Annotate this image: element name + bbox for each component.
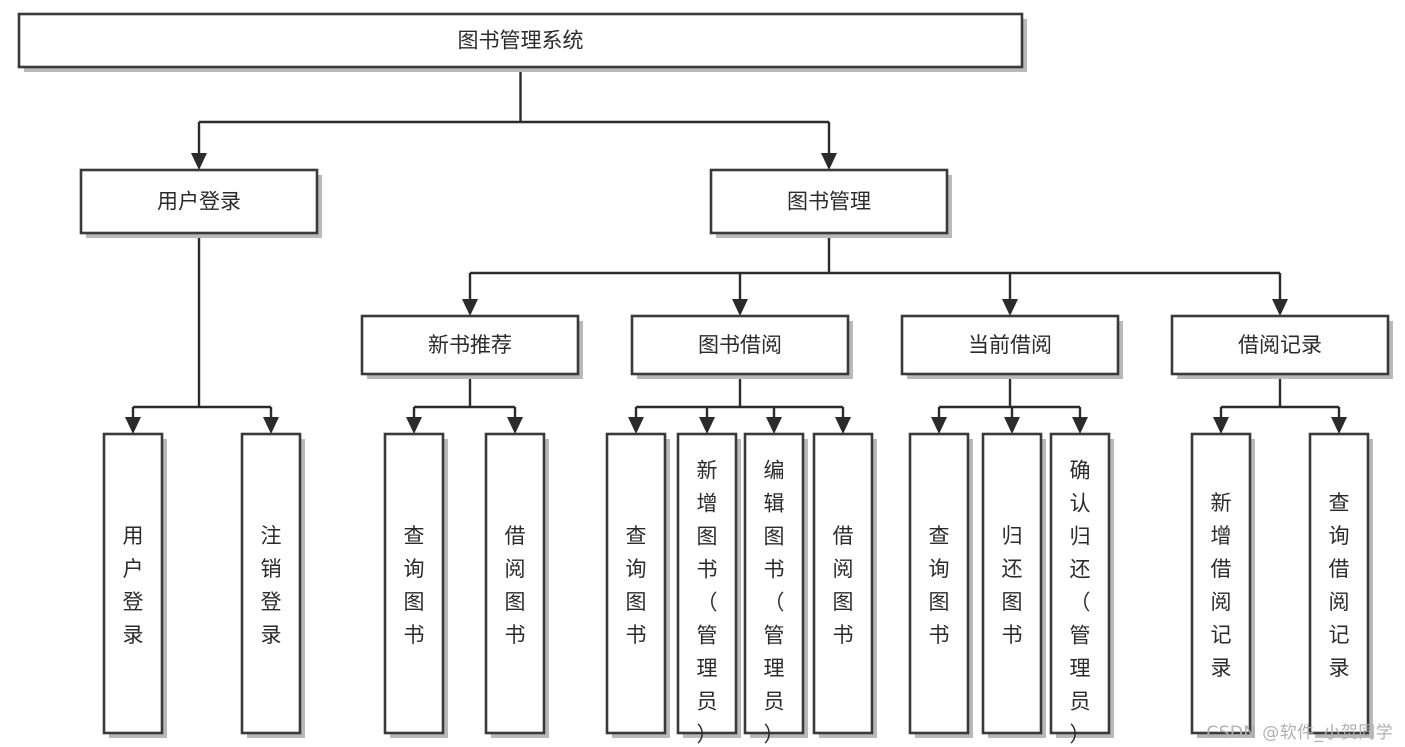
arrow-head-icon [1331, 417, 1347, 434]
node-rect[interactable] [709, 168, 949, 235]
node-label: 新增图书（管理员） [697, 459, 718, 747]
arrow-head-icon [699, 417, 715, 434]
node-rect[interactable] [79, 168, 319, 235]
node-label: 新书推荐 [428, 333, 512, 357]
node-label: 注销登录 [261, 524, 282, 647]
node-rect[interactable] [812, 432, 874, 735]
node-rect[interactable] [1170, 314, 1390, 376]
node-box-l3-0[interactable]: 新书推荐 [360, 314, 583, 379]
arrow-head-icon [628, 417, 644, 434]
node-rect[interactable] [908, 432, 970, 735]
node-rect[interactable] [360, 314, 580, 376]
node-label: 查询借阅记录 [1329, 491, 1350, 680]
arrow-head-icon [263, 417, 279, 434]
connector-layer [125, 67, 1347, 434]
arrow-head-icon [1002, 299, 1018, 316]
node-box-l2-1[interactable]: 图书管理 [709, 168, 952, 238]
node-label: 查询图书 [929, 524, 950, 647]
node-rect[interactable] [484, 432, 546, 735]
arrow-head-icon [835, 417, 851, 434]
node-box-leaf-9[interactable]: 归还图书 [981, 432, 1046, 738]
node-label: 图书管理 [787, 190, 871, 214]
node-label: 新增借阅记录 [1211, 491, 1232, 680]
node-label: 用户登录 [157, 190, 241, 214]
node-box-leaf-3[interactable]: 借阅图书 [484, 432, 549, 738]
node-rect[interactable] [102, 432, 164, 735]
node-box-leaf-6[interactable]: 编辑图书（管理员） [743, 432, 808, 747]
arrow-head-icon [1272, 299, 1288, 316]
arrow-head-icon [1072, 417, 1088, 434]
node-rect[interactable] [17, 12, 1024, 69]
node-label: 图书借阅 [698, 333, 782, 357]
arrow-head-icon [462, 299, 478, 316]
arrow-head-icon [821, 153, 837, 170]
node-rect[interactable] [743, 432, 805, 735]
arrow-head-icon [1213, 417, 1229, 434]
node-layer: 图书管理系统用户登录图书管理新书推荐图书借阅当前借阅借阅记录用户登录注销登录查询… [17, 12, 1393, 747]
node-box-l3-3[interactable]: 借阅记录 [1170, 314, 1393, 379]
arrow-head-icon [191, 153, 207, 170]
node-box-l3-1[interactable]: 图书借阅 [630, 314, 853, 379]
node-rect[interactable] [1308, 432, 1370, 735]
node-box-leaf-1[interactable]: 注销登录 [240, 432, 305, 738]
node-box-leaf-0[interactable]: 用户登录 [102, 432, 167, 738]
node-label: 当前借阅 [968, 333, 1052, 357]
node-box-root-0[interactable]: 图书管理系统 [17, 12, 1027, 72]
arrow-head-icon [125, 417, 141, 434]
arrow-head-icon [507, 417, 523, 434]
csdn-watermark: CSDN @软件_小贺同学 [1206, 723, 1393, 743]
arrow-head-icon [931, 417, 947, 434]
node-box-leaf-2[interactable]: 查询图书 [383, 432, 448, 738]
node-label: 查询图书 [404, 524, 425, 647]
node-box-leaf-7[interactable]: 借阅图书 [812, 432, 877, 738]
node-label: 确认归还（管理员） [1070, 459, 1091, 747]
node-box-leaf-5[interactable]: 新增图书（管理员） [676, 432, 741, 747]
node-box-l3-2[interactable]: 当前借阅 [900, 314, 1123, 379]
arrow-head-icon [732, 299, 748, 316]
node-label: 用户登录 [123, 524, 144, 647]
node-rect[interactable] [981, 432, 1043, 735]
node-box-leaf-12[interactable]: 查询借阅记录 [1308, 432, 1373, 738]
node-rect[interactable] [900, 314, 1120, 376]
node-label: 图书管理系统 [458, 29, 584, 53]
node-box-leaf-8[interactable]: 查询图书 [908, 432, 973, 738]
node-box-leaf-10[interactable]: 确认归还（管理员） [1049, 432, 1114, 747]
node-box-leaf-11[interactable]: 新增借阅记录 [1190, 432, 1255, 738]
arrow-head-icon [406, 417, 422, 434]
node-label: 编辑图书（管理员） [764, 459, 785, 747]
node-rect[interactable] [1049, 432, 1111, 735]
node-box-leaf-4[interactable]: 查询图书 [605, 432, 670, 738]
node-label: 借阅记录 [1238, 333, 1322, 357]
arrow-head-icon [766, 417, 782, 434]
node-rect[interactable] [676, 432, 738, 735]
node-rect[interactable] [383, 432, 445, 735]
node-rect[interactable] [240, 432, 302, 735]
node-rect[interactable] [1190, 432, 1252, 735]
arrow-head-icon [1004, 417, 1020, 434]
node-rect[interactable] [630, 314, 850, 376]
node-box-l2-0[interactable]: 用户登录 [79, 168, 322, 238]
node-label: 查询图书 [626, 524, 647, 647]
node-label: 借阅图书 [505, 524, 526, 647]
node-label: 借阅图书 [833, 524, 854, 647]
node-label: 归还图书 [1002, 524, 1023, 647]
node-rect[interactable] [605, 432, 667, 735]
